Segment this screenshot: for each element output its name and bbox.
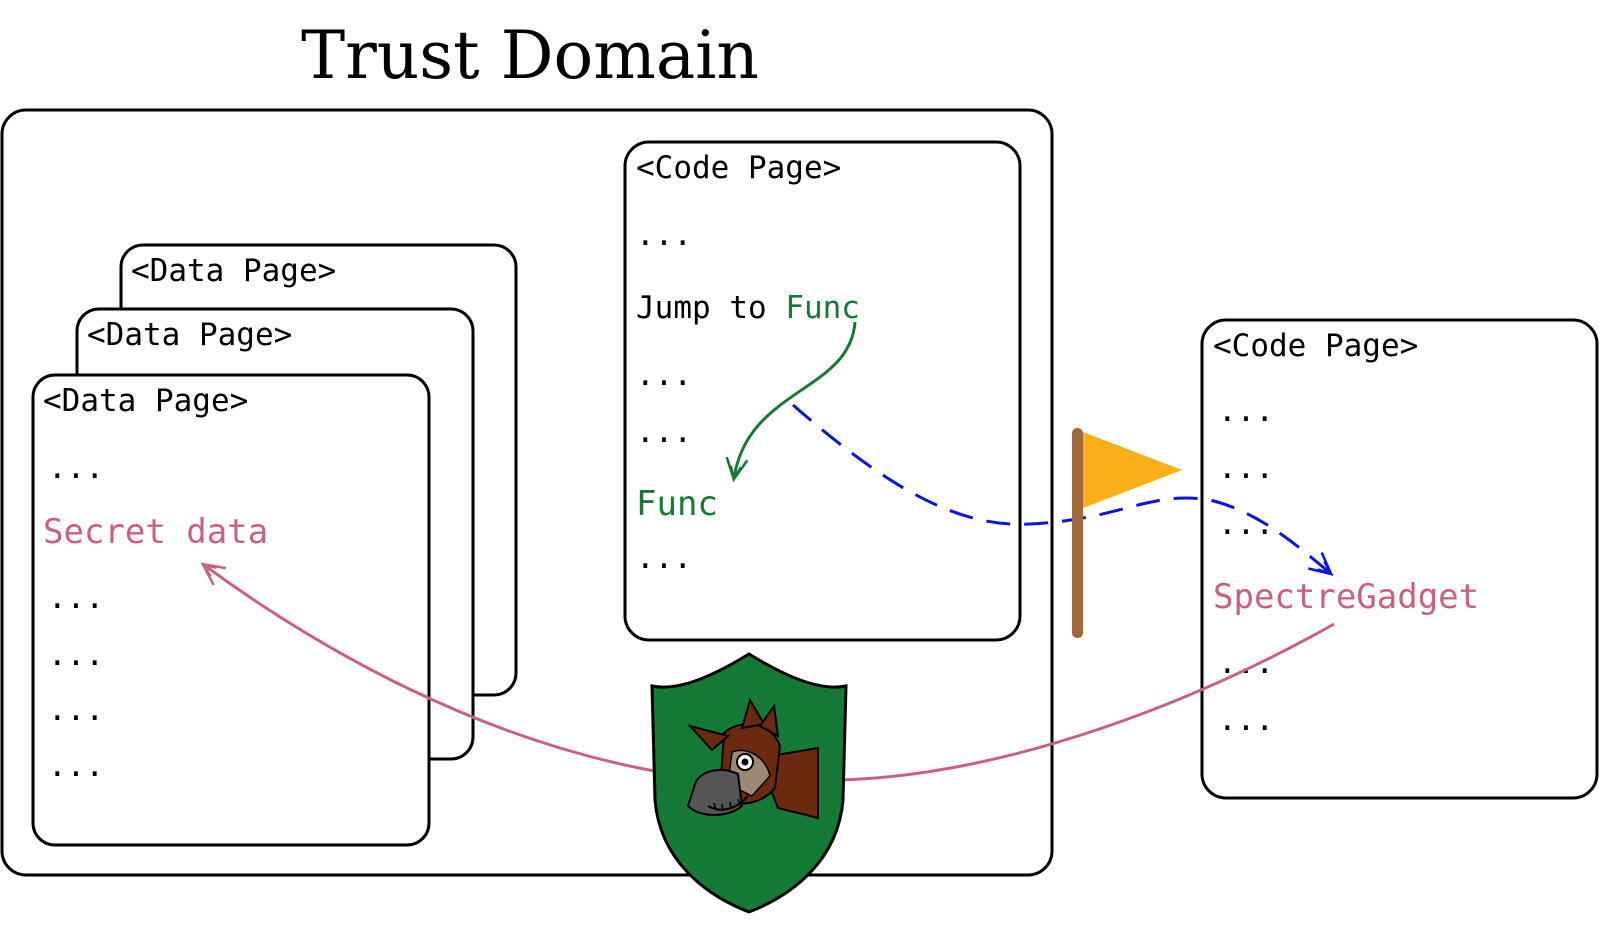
data-page-dots-6: ... [48, 748, 104, 784]
code-page-inner-dots-1: ... [636, 217, 692, 253]
shield-okapi-icon [650, 652, 848, 914]
trust-domain-title: Trust Domain [301, 17, 759, 94]
func-label: Func [636, 484, 718, 524]
jump-prefix: Jump to [636, 290, 785, 326]
speculative-jump-arrow [792, 403, 1330, 573]
data-page-dots-1: ... [48, 450, 104, 486]
data-page-dots-4: ... [48, 637, 104, 673]
code-page-inner-dots-2: ... [636, 357, 692, 393]
code-page-outer-dots-4: ... [1218, 645, 1274, 681]
code-page-inner-header: <Code Page> [636, 150, 841, 186]
data-page-middle-header: <Data Page> [87, 317, 292, 353]
spectre-gadget-label: SpectreGadget [1213, 577, 1479, 617]
code-page-outer-dots-2: ... [1218, 450, 1274, 486]
code-page-inner: <Code Page> ... Jump to Func ... ... Fun… [623, 140, 1022, 642]
code-page-inner-dots-4: ... [636, 540, 692, 576]
jump-target: Func [785, 290, 860, 326]
data-page-front-header: <Data Page> [43, 383, 248, 419]
code-page-outer-header: <Code Page> [1213, 328, 1418, 364]
code-page-outer: <Code Page> ... ... ... SpectreGadget ..… [1200, 318, 1599, 800]
data-page-front-lines: ... Secret data............ [43, 450, 268, 784]
flag-icon [1072, 428, 1182, 638]
code-page-inner-dots-3: ... [636, 414, 692, 450]
jump-instruction: Jump to Func [636, 290, 860, 326]
code-page-outer-dots-1: ... [1218, 393, 1274, 429]
trust-domain-boundary [0, 108, 1054, 877]
data-page-back-header: <Data Page> [131, 253, 336, 289]
code-page-outer-dots-5: ... [1218, 702, 1274, 738]
data-page-stack: <Data Page> <Data Page> <Data Page> ... S… [31, 243, 518, 847]
data-page-front: <Data Page> ... Secret data............ [31, 373, 431, 847]
data-page-dots-3: ... [48, 580, 104, 616]
data-page-dots-5: ... [48, 692, 104, 728]
jump-arrow [734, 321, 857, 478]
secret-data-label: Secret data [43, 512, 268, 552]
